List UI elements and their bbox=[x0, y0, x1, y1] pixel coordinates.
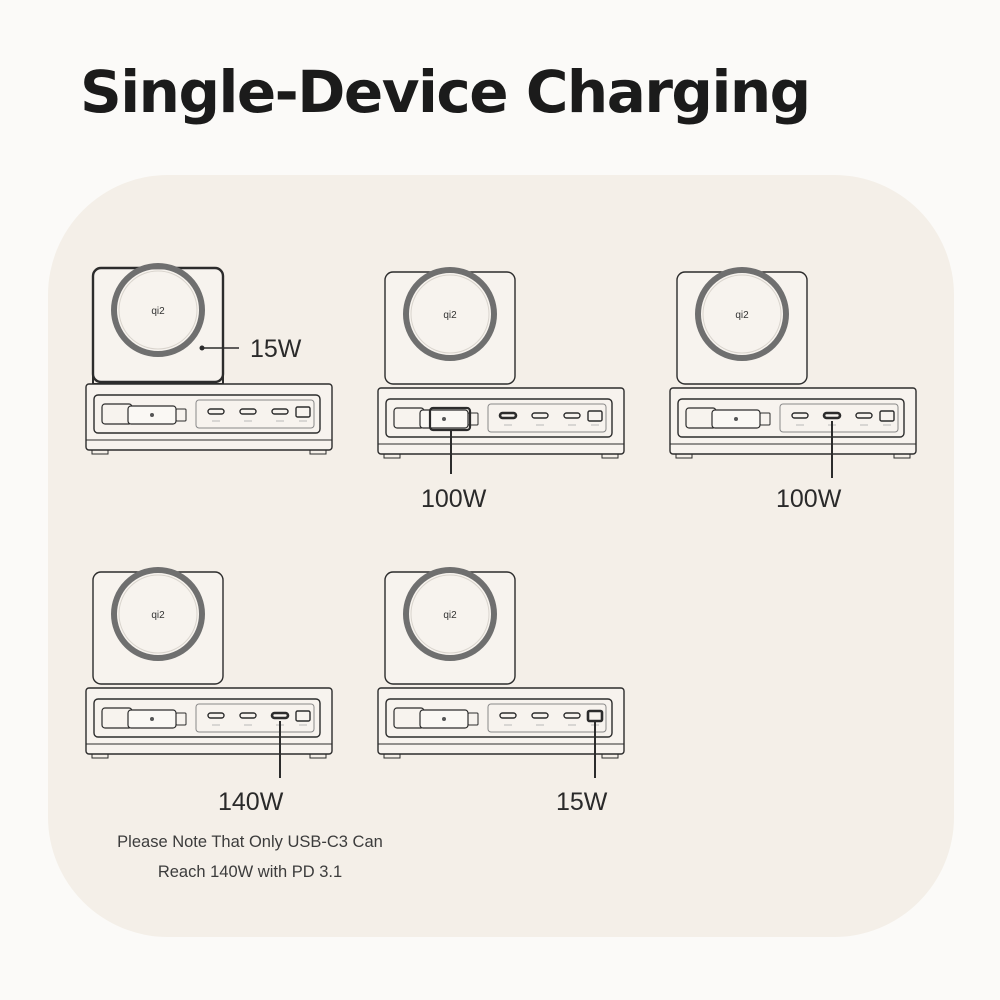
charger-device-wireless: qi2 bbox=[84, 263, 334, 458]
usb-c1-port bbox=[499, 712, 517, 719]
usb-c3-port bbox=[855, 412, 873, 419]
base-foot-left bbox=[383, 753, 401, 759]
charger-illustration: qi2 bbox=[85, 263, 333, 455]
qi2-logo: qi2 bbox=[443, 610, 457, 621]
cable-logo bbox=[442, 417, 446, 421]
usb-c2-port bbox=[239, 712, 257, 719]
watt-label-usb-c2: 100W bbox=[776, 485, 842, 513]
magnetic-ring bbox=[111, 263, 205, 357]
usb-a-port bbox=[879, 410, 895, 422]
port-bay bbox=[677, 398, 905, 438]
magnetic-ring bbox=[403, 567, 497, 661]
usb-c2-port bbox=[531, 412, 549, 419]
base-foot-right bbox=[893, 453, 911, 459]
cable-tip bbox=[175, 408, 187, 422]
port-group bbox=[487, 403, 607, 433]
page-title: Single-Device Charging bbox=[80, 58, 811, 126]
charger-illustration: qi2 bbox=[669, 267, 917, 478]
charger-device-usb-c1: qi2 bbox=[376, 267, 626, 474]
qi2-logo: qi2 bbox=[151, 610, 165, 621]
usb-c2-port bbox=[822, 411, 842, 420]
charger-device-usb-c2: qi2 bbox=[668, 267, 918, 478]
qi2-logo: qi2 bbox=[735, 310, 749, 321]
port-group bbox=[779, 403, 899, 433]
base-foot-right bbox=[309, 449, 327, 455]
usb-c3-port bbox=[271, 408, 289, 415]
usb-c2-port bbox=[531, 712, 549, 719]
usb-c3-port bbox=[563, 412, 581, 419]
cable-logo bbox=[734, 417, 738, 421]
usb-c1-port bbox=[207, 712, 225, 719]
magnetic-ring bbox=[111, 567, 205, 661]
cable-tip bbox=[759, 412, 771, 426]
magnetic-ring bbox=[695, 267, 789, 361]
charger-illustration: qi2 bbox=[85, 567, 333, 778]
base-foot-right bbox=[601, 753, 619, 759]
wireless-pad bbox=[384, 571, 516, 685]
port-bay bbox=[385, 398, 613, 438]
usb-a-port bbox=[295, 406, 311, 418]
port-group bbox=[195, 399, 315, 429]
base-foot-right bbox=[309, 753, 327, 759]
watt-label-usb-c3: 140W bbox=[218, 788, 284, 816]
cable-logo bbox=[150, 717, 154, 721]
usb-c3-port bbox=[563, 712, 581, 719]
usb-c1-port bbox=[791, 412, 809, 419]
base-foot-left bbox=[675, 453, 693, 459]
wireless-pad bbox=[92, 571, 224, 685]
cable-tip bbox=[467, 712, 479, 726]
port-group bbox=[487, 703, 607, 733]
usb-c2-port bbox=[239, 408, 257, 415]
cable-logo bbox=[442, 717, 446, 721]
port-bay bbox=[385, 698, 613, 738]
cable-tip bbox=[175, 712, 187, 726]
charger-illustration: qi2 bbox=[377, 267, 625, 474]
magnetic-ring bbox=[403, 267, 497, 361]
port-group bbox=[195, 703, 315, 733]
port-bay bbox=[93, 698, 321, 738]
ring-inner bbox=[702, 274, 782, 354]
ring-inner bbox=[410, 274, 490, 354]
wireless-pad bbox=[676, 271, 808, 385]
wireless-pad bbox=[91, 266, 225, 384]
note-line-1: Please Note That Only USB-C3 Can bbox=[117, 833, 383, 851]
watt-label-usb-c1: 100W bbox=[421, 485, 487, 513]
usb-c1-port bbox=[498, 411, 518, 420]
qi2-logo: qi2 bbox=[151, 306, 165, 317]
base-foot-right bbox=[601, 453, 619, 459]
usb-a-port bbox=[587, 410, 603, 422]
charger-illustration: qi2 bbox=[377, 567, 625, 778]
cable-tip bbox=[467, 412, 479, 426]
usb-c1-port bbox=[207, 408, 225, 415]
usb-c3-port bbox=[270, 711, 290, 720]
charger-device-usb-c3: qi2 bbox=[84, 567, 334, 778]
ring-inner bbox=[410, 574, 490, 654]
watt-label-wireless: 15W bbox=[250, 335, 302, 363]
cable-logo bbox=[150, 413, 154, 417]
ring-inner bbox=[118, 270, 198, 350]
usb-a-port bbox=[295, 710, 311, 722]
ring-inner bbox=[118, 574, 198, 654]
wireless-pad bbox=[384, 271, 516, 385]
qi2-logo: qi2 bbox=[443, 310, 457, 321]
base-foot-left bbox=[91, 753, 109, 759]
charger-device-usb-a: qi2 bbox=[376, 567, 626, 778]
base-foot-left bbox=[383, 453, 401, 459]
port-bay bbox=[93, 394, 321, 434]
note-line-2: Reach 140W with PD 3.1 bbox=[157, 863, 343, 881]
base-foot-left bbox=[91, 449, 109, 455]
pd31-note: Please Note That Only USB-C3 Can Reach 1… bbox=[90, 827, 410, 887]
watt-label-usb-a: 15W bbox=[556, 788, 608, 816]
